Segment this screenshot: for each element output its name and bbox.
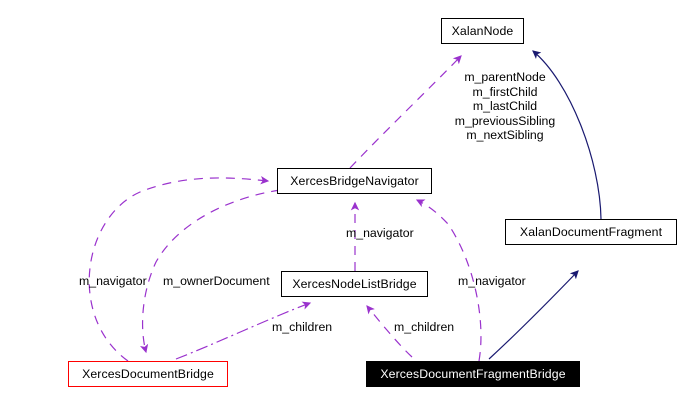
edge-docbridge-to-nodelist [175, 301, 312, 360]
edge-label-navigator-left: m_navigator [79, 274, 147, 288]
node-label: XalanNode [451, 23, 514, 38]
node-xerces-document-bridge[interactable]: XercesDocumentBridge [68, 361, 228, 387]
node-label: XercesDocumentFragmentBridge [380, 366, 566, 381]
member-label-line: m_lastChild [472, 99, 538, 114]
node-label: XercesDocumentBridge [82, 366, 214, 381]
node-xerces-document-fragment-bridge[interactable]: XercesDocumentFragmentBridge [366, 361, 580, 387]
node-xalan-document-fragment[interactable]: XalanDocumentFragment [505, 219, 677, 245]
member-label-line: m_firstChild [472, 84, 538, 99]
node-xerces-bridge-navigator[interactable]: XercesBridgeNavigator [277, 168, 432, 194]
node-label: XalanDocumentFragment [519, 224, 663, 239]
edge-fragment-to-xalannode [532, 50, 602, 220]
edge-navigator-to-xalannode [349, 55, 462, 169]
node-label: XercesNodeListBridge [292, 276, 417, 291]
edge-label-navigator-center: m_navigator [346, 226, 414, 240]
member-label-line: m_parentNode [464, 70, 546, 84]
node-xerces-node-list-bridge[interactable]: XercesNodeListBridge [281, 271, 428, 297]
member-label-line: m_previousSibling [454, 113, 556, 128]
edge-label-navigator-right: m_navigator [458, 274, 526, 288]
node-xalan-node[interactable]: XalanNode [441, 18, 524, 44]
member-label-line: m_nextSibling [466, 128, 544, 143]
edge-fragmentbridge-to-fragment [488, 270, 579, 360]
edge-fragmentbridge-to-navigator [415, 199, 482, 362]
edge-label-children-left: m_children [272, 320, 333, 334]
edge-navigator-to-docbridge [140, 189, 281, 354]
edge-docbridge-to-navigator [88, 176, 270, 362]
edge-fragmentbridge-to-nodelist [366, 305, 413, 358]
xalan-node-member-labels: m_parentNode m_firstChild m_lastChild m_… [430, 70, 580, 143]
node-label: XercesBridgeNavigator [290, 173, 419, 188]
edge-label-owner-document: m_ownerDocument [163, 274, 270, 288]
edge-label-children-right: m_children [394, 320, 455, 334]
